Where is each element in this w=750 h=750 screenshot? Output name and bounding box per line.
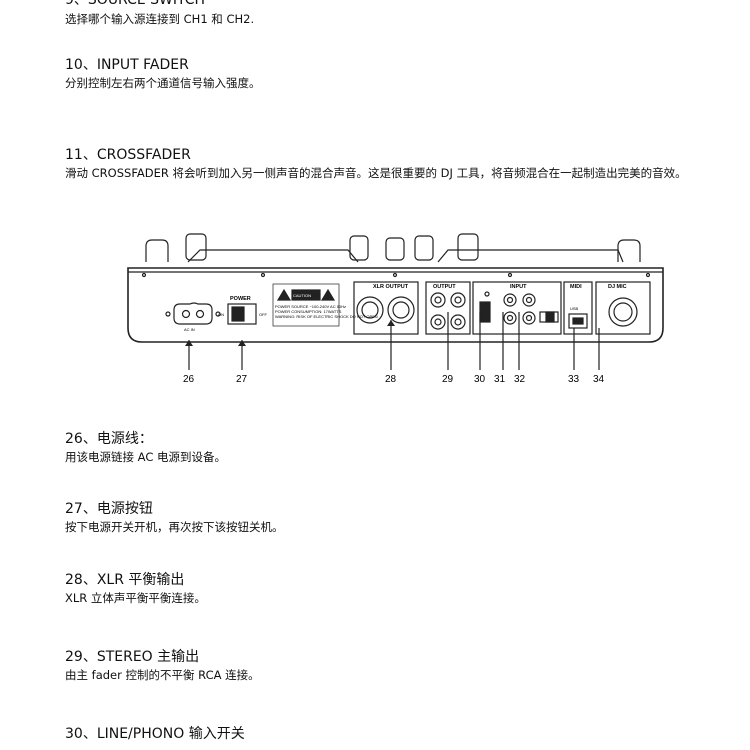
section-9-body: 选择哪个输入源连接到 CH1 和 CH2. — [65, 12, 255, 26]
screw — [392, 272, 398, 278]
midi-group — [563, 281, 593, 335]
knob — [385, 237, 405, 261]
label-midi: MIDI — [570, 284, 582, 290]
section-heading: 30、LINE/PHONO 输入开关 — [65, 726, 245, 742]
label-dj-mic: DJ MIC — [608, 284, 627, 290]
knob — [349, 235, 369, 261]
callout-32: 32 — [514, 374, 526, 385]
section-heading: 29、STEREO 主输出 — [65, 649, 200, 665]
section-heading: 26、电源线： — [65, 431, 153, 447]
callout-30: 30 — [474, 374, 486, 385]
section-30: 30、LINE/PHONO 输入开关 — [65, 725, 715, 743]
section-body: 由主 fader 控制的不平衡 RCA 连接。 — [65, 668, 260, 682]
rear-panel-drawing: XLR OUTPUT OUTPUT INPUT MIDI DJ MIC POWE… — [127, 233, 664, 385]
section-body: 滑动 CROSSFADER 将会听到加入另一侧声音的混合声音。这是很重要的 DJ… — [65, 166, 687, 180]
line-phono-switch — [479, 301, 491, 323]
xlr-output-group — [353, 281, 419, 335]
section-28: 28、XLR 平衡输出 XLR 立体声平衡平衡连接。 — [65, 571, 715, 607]
section-heading: 11、CROSSFADER — [65, 147, 191, 163]
label-xlr-output: XLR OUTPUT — [373, 284, 409, 290]
power-switch — [227, 303, 257, 325]
section-body: 用该电源链接 AC 电源到设备。 — [65, 450, 227, 464]
callout-26: 26 — [183, 374, 195, 385]
label-usb: USB — [570, 306, 579, 311]
label-input: INPUT — [510, 284, 527, 290]
section-body: XLR 立体声平衡平衡连接。 — [65, 591, 206, 605]
section-heading: 28、XLR 平衡输出 — [65, 572, 185, 588]
warning-label — [272, 283, 340, 327]
callout-28: 28 — [385, 374, 397, 385]
rear-panel-figure: XLR OUTPUT OUTPUT INPUT MIDI DJ MIC POWE… — [118, 232, 673, 392]
callout-29: 29 — [442, 374, 454, 385]
label-output: OUTPUT — [433, 284, 456, 290]
label-ac-in: AC IN — [184, 327, 195, 332]
label-power-source: POWER SOURCE ~100-240V AC 50Hz — [275, 304, 346, 309]
section-10: 10、INPUT FADER 分别控制左右两个通道信号输入强度。 — [65, 56, 715, 92]
input-group — [472, 281, 562, 335]
section-11: 11、CROSSFADER 滑动 CROSSFADER 将会听到加入另一侧声音的… — [65, 146, 715, 182]
left-bumper — [145, 239, 169, 262]
screw — [141, 272, 147, 278]
section-9-heading: 9、SOURCE SWITCH — [65, 0, 206, 8]
label-power: POWER — [230, 296, 251, 302]
section-body: 分别控制左右两个通道信号输入强度。 — [65, 76, 261, 90]
right-bumper — [617, 239, 641, 262]
callout-31: 31 — [494, 374, 506, 385]
label-off: OFF — [259, 312, 268, 317]
label-power-consumption: POWER CONSUMPTION: 17WATTS — [275, 309, 342, 314]
right-deck-outline — [437, 249, 624, 263]
section-29: 29、STEREO 主输出 由主 fader 控制的不平衡 RCA 连接。 — [65, 648, 715, 684]
label-on: ON — [218, 312, 224, 317]
section-heading: 27、电源按钮 — [65, 501, 153, 517]
section-heading: 10、INPUT FADER — [65, 57, 189, 73]
knob — [457, 233, 479, 261]
section-27: 27、电源按钮 按下电源开关开机，再次按下该按钮关机。 — [65, 500, 715, 536]
knob — [414, 235, 434, 261]
knob — [185, 233, 207, 261]
callout-27: 27 — [236, 374, 248, 385]
callout-34: 34 — [593, 374, 605, 385]
panel-body — [127, 267, 664, 343]
section-26: 26、电源线： 用该电源链接 AC 电源到设备。 — [65, 430, 715, 466]
left-deck-outline — [187, 249, 359, 263]
screw — [645, 272, 651, 278]
callout-33: 33 — [568, 374, 580, 385]
label-warning: WARNING: RISK OF ELECTRIC SHOCK DO NOT O… — [275, 314, 378, 319]
ac-in-socket — [173, 302, 213, 325]
section-body: 按下电源开关开机，再次按下该按钮关机。 — [65, 520, 284, 534]
label-caution: CAUTION — [293, 293, 311, 298]
screw — [260, 272, 266, 278]
screw — [507, 272, 513, 278]
dj-mic-group — [595, 281, 651, 335]
